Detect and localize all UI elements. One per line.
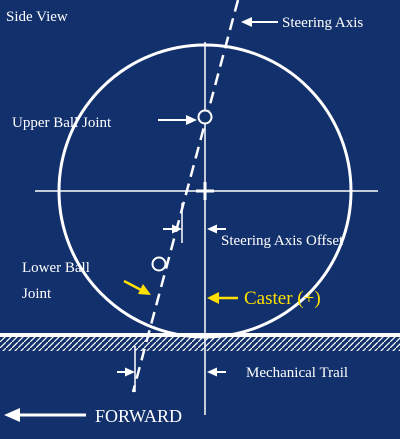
steering-axis-arrowhead-icon: [241, 17, 252, 27]
lower-ball-joint-icon: [151, 256, 167, 272]
caster-label: Caster (+): [244, 288, 321, 309]
upper-ball-joint-label: Upper Ball Joint: [12, 115, 112, 131]
offset-arrowhead-left-icon: [172, 224, 182, 234]
steering-axis-label: Steering Axis: [282, 15, 363, 31]
caster-arrow-left: [123, 279, 144, 293]
steering-axis-line: [131, 0, 240, 393]
caster-arrowhead-left-icon: [138, 284, 151, 295]
offset-arrowhead-right-icon: [207, 224, 217, 234]
steering-axis-offset-label: Steering Axis Offset: [221, 233, 344, 249]
upper-ball-joint-arrowhead-icon: [186, 115, 197, 125]
forward-arrowhead-icon: [4, 408, 20, 422]
forward-label: FORWARD: [95, 406, 182, 426]
lower-ball-joint-label-line2: Joint: [22, 286, 52, 302]
trail-arrowhead-right-icon: [207, 367, 217, 377]
view-label: Side View: [6, 9, 68, 25]
ground-hatch: [0, 337, 400, 351]
mechanical-trail-label: Mechanical Trail: [246, 365, 348, 381]
ground-line: [0, 333, 400, 337]
caster-arrowhead-right-icon: [207, 292, 219, 304]
upper-ball-joint-icon: [197, 109, 213, 125]
lower-ball-joint-label-line1: Lower Ball: [22, 260, 90, 276]
trail-arrowhead-left-icon: [125, 367, 135, 377]
